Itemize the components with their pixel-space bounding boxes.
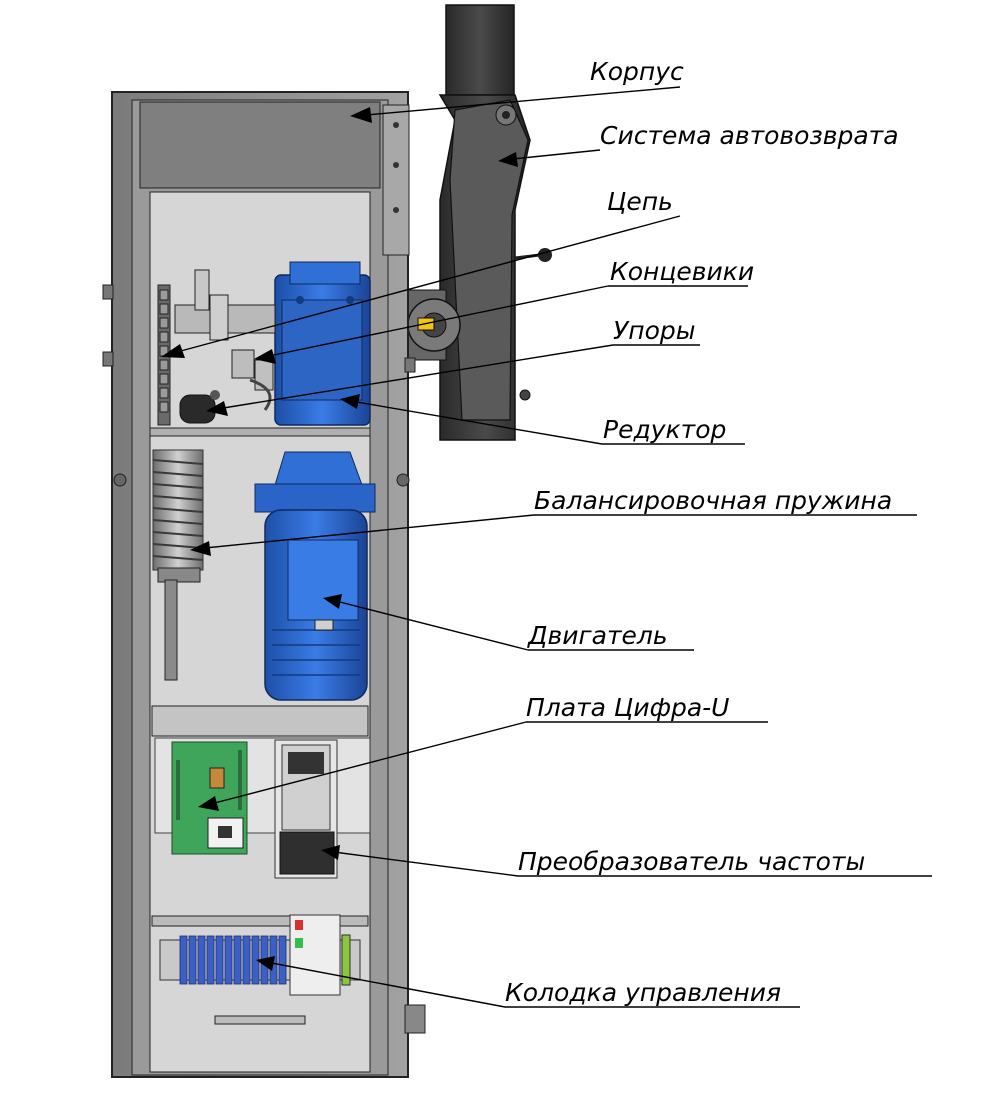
label-koncevik: Концевики [610,257,754,286]
electronics-panel [154,737,371,879]
label-upory: Упоры [613,316,695,345]
auto-return-system [405,4,552,441]
electric-motor [254,451,376,701]
leader-lines [161,86,932,1008]
label-balansirovochnaya-pruzhina: Балансировочная пружина [534,486,892,515]
callout-labels: Корпус Система автовозврата Цепь Концеви… [505,57,899,1007]
label-dvigatel: Двигатель [527,621,668,650]
label-preobrazovatel: Преобразователь частоты [518,847,865,876]
label-cep: Цепь [607,187,673,216]
cabinet-body [102,91,426,1078]
leader-sistema [502,149,601,161]
label-reduktor: Редуктор [603,415,726,444]
barrier-cabinet-illustration [102,4,552,1078]
label-korpus: Корпус [590,57,684,86]
label-plata: Плата Цифра-U [526,693,729,722]
label-sistema-avtovozvrata: Система автовозврата [600,121,899,150]
chain-and-limit-switch-assembly [157,269,276,426]
label-kolodka: Колодка управления [505,978,781,1007]
leader-korpus [354,86,681,117]
leader-cep [165,215,681,356]
